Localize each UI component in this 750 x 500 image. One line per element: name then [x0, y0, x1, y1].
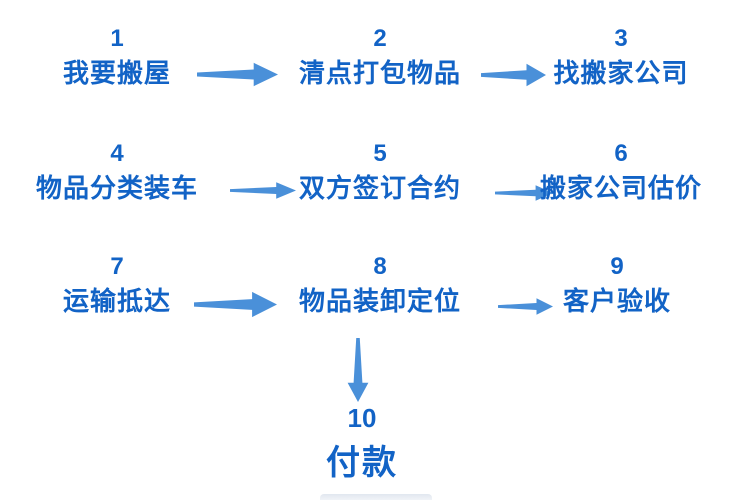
step-number: 3 [614, 25, 628, 52]
step-label: 客户验收 [562, 286, 671, 316]
step-6: 6 搬家公司估价 [511, 139, 731, 204]
step-number: 10 [347, 403, 377, 433]
step-label: 双方签订合约 [298, 173, 461, 203]
step-9: 9 客户验收 [507, 252, 727, 317]
arrow-right-icon [495, 184, 553, 202]
step-number: 4 [110, 140, 124, 167]
step-label: 物品分类装车 [35, 173, 198, 203]
step-label: 清点打包物品 [298, 58, 461, 88]
step-label: 找搬家公司 [553, 58, 689, 88]
cutoff-content-fragment [320, 494, 432, 500]
step-label: 我要搬屋 [62, 58, 171, 88]
step-number: 1 [110, 25, 124, 52]
step-number: 6 [614, 140, 628, 167]
step-label: 物品装卸定位 [298, 286, 461, 316]
step-number: 5 [373, 140, 387, 167]
step-5: 5 双方签订合约 [270, 139, 490, 204]
step-number: 8 [373, 253, 387, 280]
step-label: 搬家公司估价 [539, 173, 702, 203]
step-7: 7 运输抵达 [17, 252, 217, 317]
step-number: 2 [373, 25, 387, 52]
arrow-right-icon [481, 62, 546, 88]
arrow-right-icon [230, 181, 296, 200]
step-10: 10 付款 [262, 402, 462, 483]
step-number: 7 [110, 253, 124, 280]
arrow-right-icon [498, 297, 553, 316]
step-number: 9 [610, 253, 624, 280]
step-1: 1 我要搬屋 [17, 24, 217, 89]
step-label: 付款 [326, 443, 398, 482]
step-4: 4 物品分类装车 [17, 139, 217, 204]
step-3: 3 找搬家公司 [511, 24, 731, 89]
step-2: 2 清点打包物品 [270, 24, 490, 89]
step-label: 运输抵达 [62, 286, 171, 316]
step-8: 8 物品装卸定位 [270, 252, 490, 317]
arrow-down-icon [346, 338, 370, 402]
arrow-right-icon [194, 290, 277, 319]
arrow-right-icon [197, 61, 278, 88]
